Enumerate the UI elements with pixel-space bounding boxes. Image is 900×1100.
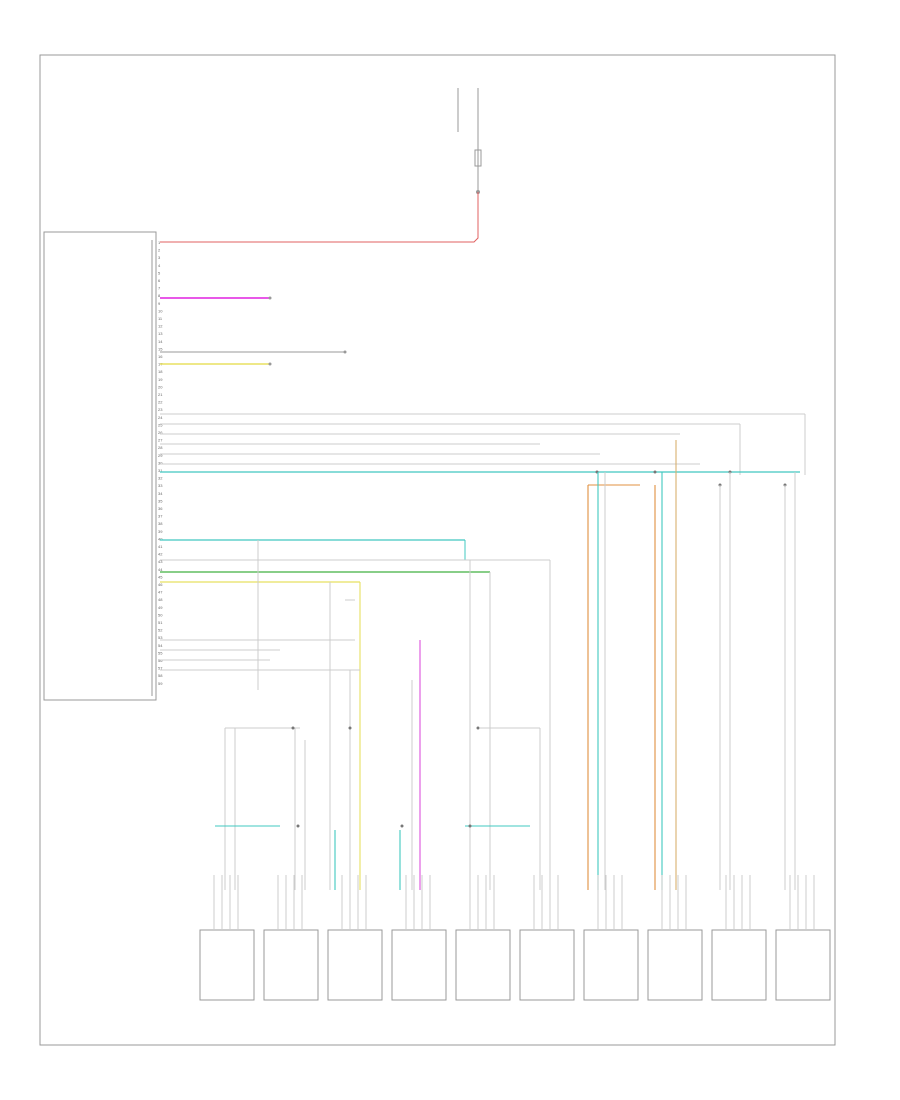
splice-dot bbox=[348, 726, 352, 730]
module-pin-number: 22 bbox=[158, 400, 163, 405]
module-pin-number: 29 bbox=[158, 453, 163, 458]
rear-sensor-vertical-wires bbox=[587, 440, 796, 890]
fuse-block bbox=[457, 88, 482, 200]
sensor-connector-box bbox=[199, 929, 255, 1001]
module-pin-number: 25 bbox=[158, 422, 163, 427]
module-pin-number: 45 bbox=[158, 574, 163, 579]
module-pin-number: 42 bbox=[158, 552, 163, 557]
diagram-frame bbox=[39, 54, 836, 1046]
module-pin-number: 43 bbox=[158, 559, 163, 564]
power-wire bbox=[160, 192, 479, 243]
module-pin-number: 53 bbox=[158, 635, 163, 640]
module-pin-number: 44 bbox=[158, 567, 163, 572]
module-pin-number: 35 bbox=[158, 498, 163, 503]
module-pin-number: 11 bbox=[158, 316, 163, 321]
module-pin-number: 1 bbox=[158, 240, 161, 245]
module-pin-number: 2 bbox=[158, 248, 161, 253]
module-pin-number: 57 bbox=[158, 666, 163, 671]
sensor-connector-box bbox=[583, 929, 639, 1001]
module-pin-number: 21 bbox=[158, 392, 163, 397]
module-pin-number: 39 bbox=[158, 529, 163, 534]
splice-dot bbox=[476, 726, 480, 730]
module-pin-number: 18 bbox=[158, 369, 163, 374]
splice-dot bbox=[268, 362, 272, 366]
module-pin-number: 8 bbox=[158, 293, 161, 298]
sensor-connector-box bbox=[519, 929, 575, 1001]
module-pin-number: 36 bbox=[158, 506, 163, 511]
module-pin-number: 16 bbox=[158, 354, 163, 359]
module-pin-number: 5 bbox=[158, 270, 161, 275]
module-pin-number: 40 bbox=[158, 536, 163, 541]
module-pin-number: 15 bbox=[158, 346, 163, 351]
front-sensor-vertical-wires bbox=[215, 540, 541, 890]
module-pin-number: 26 bbox=[158, 430, 163, 435]
module-pin-number: 31 bbox=[158, 468, 163, 473]
module-pin-number: 28 bbox=[158, 445, 163, 450]
module-pin-number: 37 bbox=[158, 514, 163, 519]
module-pin-number: 50 bbox=[158, 612, 163, 617]
module-pin-number: 49 bbox=[158, 605, 163, 610]
park-assist-module: 1234567891011121314151617181920212223242… bbox=[43, 231, 163, 701]
module-pin-number: 14 bbox=[158, 339, 163, 344]
splice-dot bbox=[296, 824, 300, 828]
splice-dot bbox=[468, 824, 472, 828]
splice-dot bbox=[268, 296, 272, 300]
fuse-symbol bbox=[474, 149, 482, 167]
splice-dot bbox=[291, 726, 295, 730]
sensor-connector-box bbox=[391, 929, 447, 1001]
module-pin-number: 27 bbox=[158, 438, 163, 443]
module-pin-labels: 1234567891011121314151617181920212223242… bbox=[158, 240, 163, 686]
sensor-connector-box bbox=[263, 929, 319, 1001]
module-pin-number: 41 bbox=[158, 544, 163, 549]
sensor-connector-box bbox=[647, 929, 703, 1001]
module-pin-number: 23 bbox=[158, 407, 163, 412]
module-pin-number: 13 bbox=[158, 331, 163, 336]
module-pin-number: 24 bbox=[158, 415, 163, 420]
module-pin-number: 10 bbox=[158, 308, 163, 313]
module-pin-number: 9 bbox=[158, 301, 161, 306]
module-pin-number: 20 bbox=[158, 384, 163, 389]
module-pin-number: 32 bbox=[158, 476, 163, 481]
module-pin-number: 51 bbox=[158, 620, 163, 625]
module-pin-number: 19 bbox=[158, 377, 163, 382]
sensor-connector-box bbox=[327, 929, 383, 1001]
splice-dot bbox=[343, 350, 347, 354]
module-pin-number: 38 bbox=[158, 521, 163, 526]
module-pin-number: 55 bbox=[158, 650, 163, 655]
module-pin-number: 4 bbox=[158, 263, 161, 268]
sensor-signal-wires-upper bbox=[160, 413, 806, 475]
module-pin-number: 58 bbox=[158, 673, 163, 678]
sensor-connectors bbox=[199, 875, 831, 1001]
module-pin-number: 3 bbox=[158, 255, 161, 260]
module-pin-number: 34 bbox=[158, 491, 163, 496]
module-pin-number: 48 bbox=[158, 597, 163, 602]
module-pin-number: 7 bbox=[158, 286, 161, 291]
module-pin-number: 52 bbox=[158, 628, 163, 633]
module-pin-number: 54 bbox=[158, 643, 163, 648]
module-pin-number: 6 bbox=[158, 278, 161, 283]
splice-dot bbox=[653, 470, 657, 474]
sensor-connector-box bbox=[455, 929, 511, 1001]
module-pin-number: 47 bbox=[158, 590, 163, 595]
module-pin-number: 33 bbox=[158, 483, 163, 488]
sensor-connector-box bbox=[775, 929, 831, 1001]
sensor-connector-box bbox=[711, 929, 767, 1001]
module-pin-number: 12 bbox=[158, 324, 163, 329]
module-pin-number: 46 bbox=[158, 582, 163, 587]
module-pin-number: 59 bbox=[158, 681, 163, 686]
module-pin-number: 30 bbox=[158, 460, 163, 465]
splice-dot bbox=[400, 824, 404, 828]
sensor-signal-wires-lower bbox=[160, 539, 551, 890]
